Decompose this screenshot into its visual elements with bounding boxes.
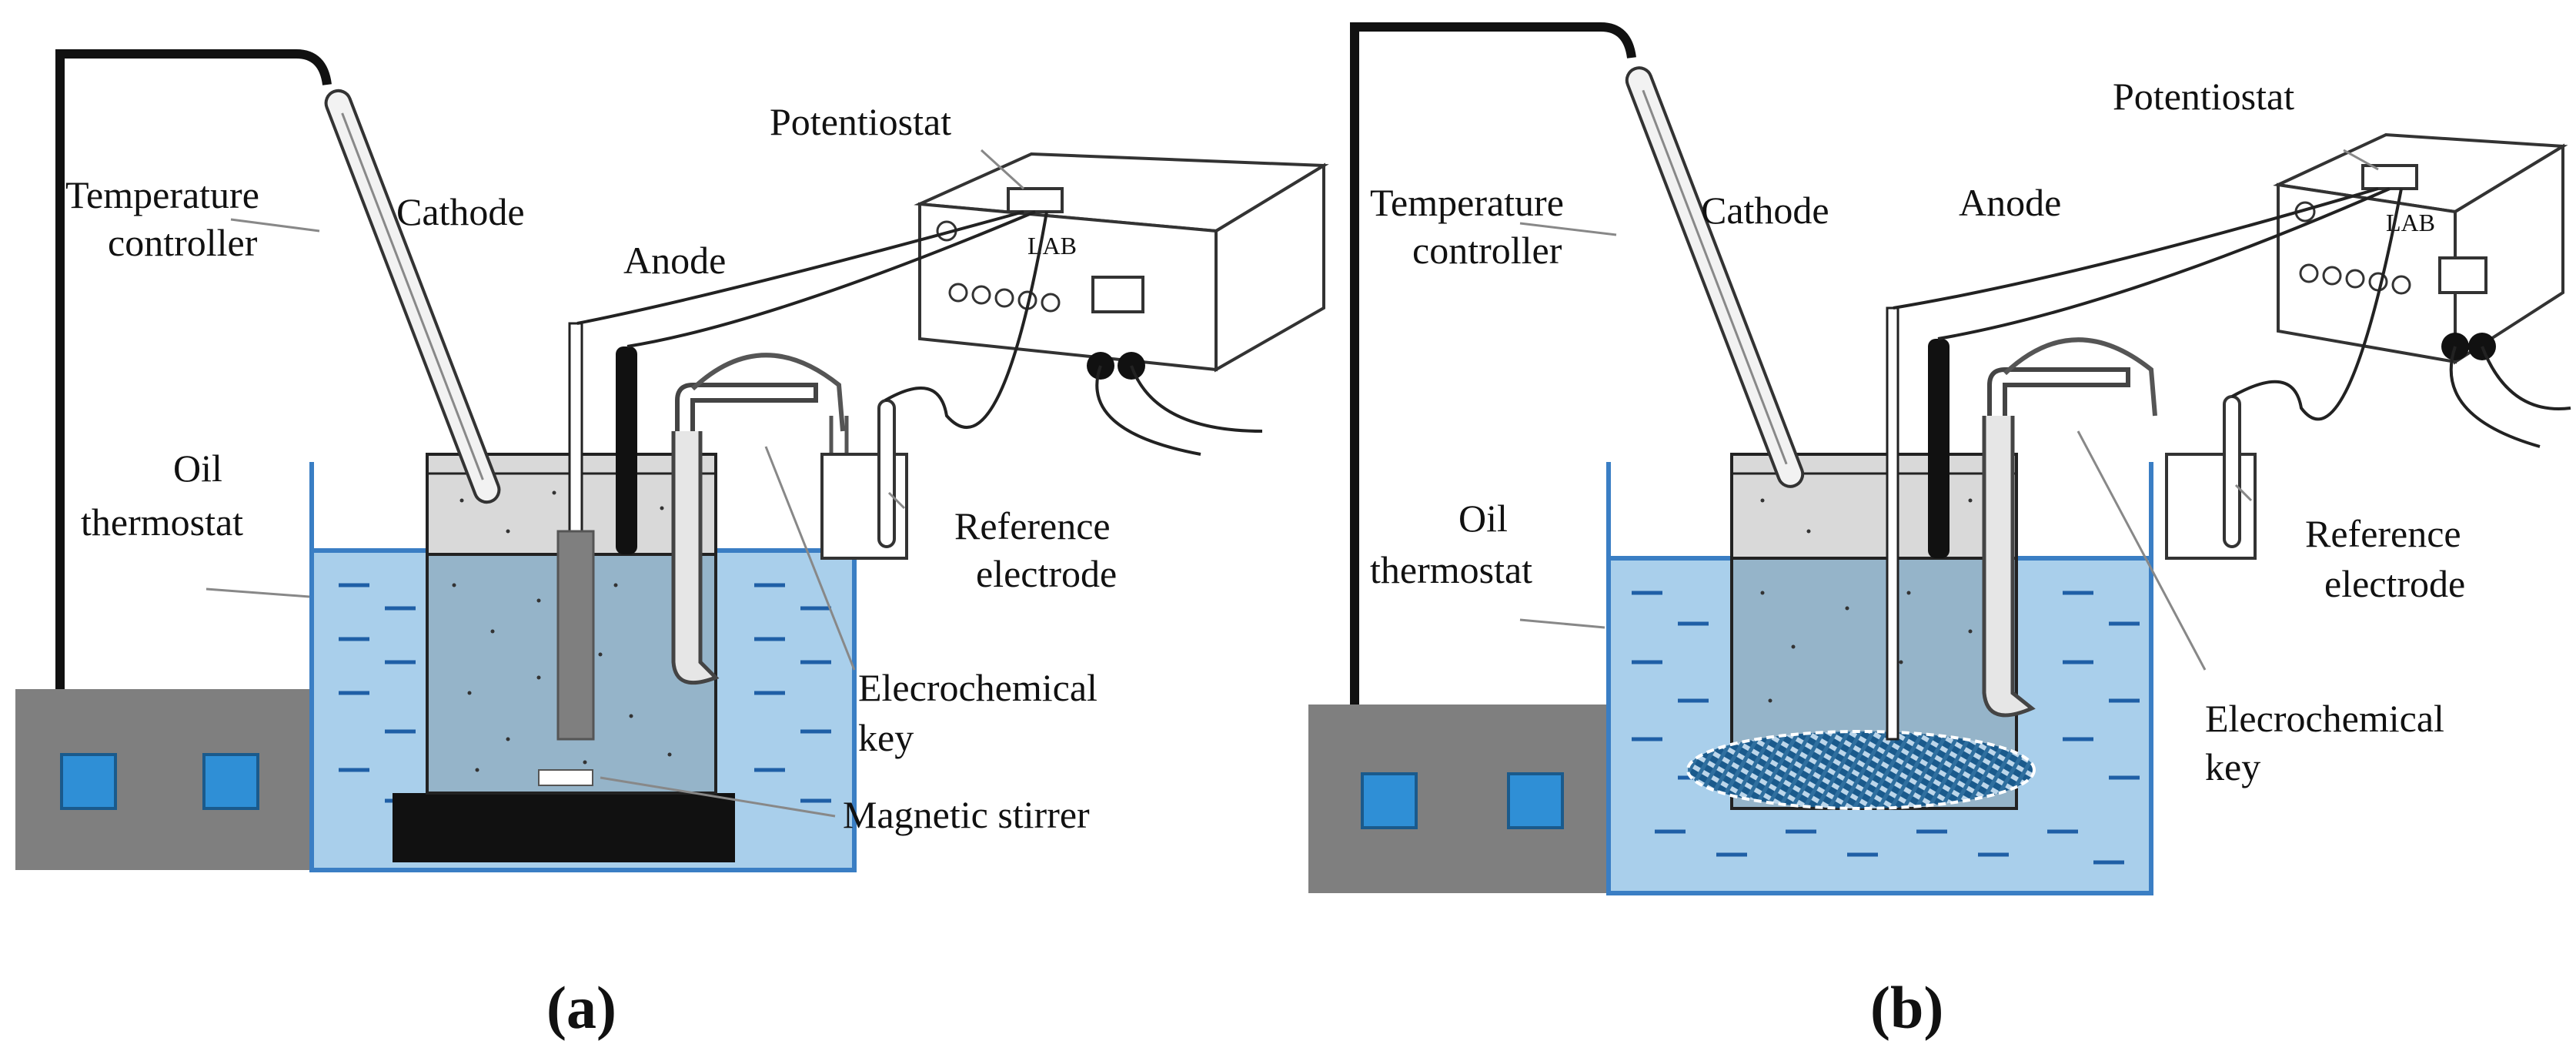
label-key-a: key	[858, 716, 914, 759]
panel-b: LAB Potentiostat Temperature controller …	[1308, 22, 2571, 1041]
stand-rod-b	[1350, 22, 1636, 705]
potentiostat-device: LAB	[914, 152, 1329, 380]
label-reference-b: Reference	[2305, 512, 2461, 555]
label-elecrochemical-a: Elecrochemical	[858, 666, 1098, 709]
anode-rod	[616, 346, 637, 554]
label-oil-b: Oil	[1458, 497, 1508, 540]
reference-beaker-b	[2165, 453, 2257, 560]
label-elecrochemical-b: Elecrochemical	[2205, 697, 2444, 740]
potentiostat-device-b: LAB	[2273, 132, 2568, 365]
controller-display-right	[202, 753, 259, 810]
mesh-cathode	[1686, 730, 2036, 810]
cathode-rod	[568, 322, 583, 564]
thermometer-b	[1625, 66, 1805, 488]
cathode-rod-b	[1886, 306, 1899, 741]
label-cathode-b: Cathode	[1701, 189, 1829, 232]
leaders-a	[205, 149, 1025, 818]
caption-a: (a)	[546, 974, 616, 1041]
label-temperature-a: Temperature	[65, 173, 259, 216]
label-potentiostat-b: Potentiostat	[2113, 75, 2294, 118]
label-anode-b: Anode	[1959, 181, 2061, 224]
salt-bridge-b	[1987, 367, 2130, 616]
label-controller-a: controller	[108, 221, 258, 264]
controller-base	[15, 689, 312, 870]
panel-a: LAB Potentiostat Temperature controller …	[15, 49, 1329, 1041]
label-magnetic-stirrer-a: Magnetic stirrer	[843, 793, 1090, 836]
controller-display-left-b	[1361, 772, 1418, 829]
anode-rod-b	[1928, 339, 1950, 558]
thermometer	[324, 89, 501, 504]
label-electrode-b: electrode	[2324, 562, 2465, 605]
label-thermostat-a: thermostat	[81, 500, 243, 544]
label-potentiostat-a: Potentiostat	[770, 100, 951, 143]
label-reference-a: Reference	[954, 504, 1111, 547]
label-controller-b: controller	[1412, 229, 1562, 272]
oil-dashes-b	[1632, 591, 2140, 865]
label-cathode-a: Cathode	[396, 190, 525, 233]
salt-bridge	[675, 383, 818, 616]
stand-rod	[55, 49, 332, 689]
wires-a	[576, 210, 1263, 456]
caption-b: (b)	[1870, 974, 1943, 1041]
label-key-b: key	[2205, 745, 2260, 788]
stirrer-plate	[393, 793, 735, 862]
controller-display-right-b	[1507, 772, 1564, 829]
label-anode-a: Anode	[623, 239, 726, 282]
label-temperature-b: Temperature	[1370, 181, 1564, 224]
label-electrode-a: electrode	[976, 552, 1117, 595]
wires-b	[1893, 187, 2571, 448]
leaders-b	[1519, 149, 2379, 671]
stir-bar	[538, 769, 593, 786]
cathode-plate	[556, 530, 595, 741]
label-oil-a: Oil	[173, 447, 222, 490]
label-thermostat-b: thermostat	[1370, 548, 1532, 591]
controller-display-left	[60, 753, 117, 810]
device-brand-a: LAB	[1027, 232, 1077, 259]
